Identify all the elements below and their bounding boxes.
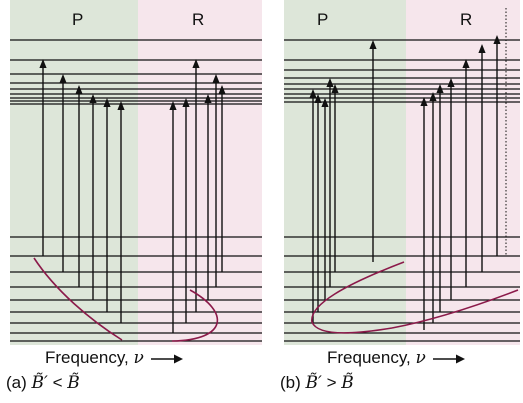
arrowhead	[429, 92, 437, 101]
fortrat-curve	[171, 289, 219, 342]
arrowhead	[212, 74, 220, 83]
panel-a: P R Frequency, ν (a) B̃′ < B̃	[6, 0, 262, 393]
arrow-right-icon	[432, 354, 465, 364]
r-branch-label-b: R	[460, 10, 473, 29]
arrowhead	[39, 59, 47, 68]
arrowhead	[192, 59, 200, 68]
fortrat-curve	[33, 257, 123, 341]
arrowhead	[369, 40, 377, 49]
arrow-right-icon	[150, 354, 183, 364]
arrowhead	[204, 94, 212, 103]
arrowhead	[117, 101, 125, 110]
p-branch-region	[10, 0, 138, 345]
arrowhead	[462, 59, 470, 68]
arrowhead	[75, 85, 83, 94]
arrowhead	[326, 78, 334, 87]
p-branch-label-b: P	[317, 10, 329, 29]
arrowhead	[59, 74, 67, 83]
arrowhead	[420, 97, 428, 106]
r-branch-region	[138, 0, 262, 345]
arrowhead	[169, 101, 177, 110]
arrowhead	[103, 98, 111, 107]
p-branch-region	[284, 0, 406, 345]
energy-diagram-b	[284, 0, 520, 345]
arrowhead	[309, 89, 317, 98]
arrowhead	[321, 98, 329, 107]
arrowhead	[493, 35, 501, 44]
energy-diagram-a	[10, 0, 262, 345]
caption-b: (b) B̃′ > B̃	[280, 373, 354, 393]
arrowhead	[314, 94, 322, 103]
panel-b: P R Frequency, ν (b) B̃′ > B̃	[274, 0, 523, 403]
fortrat-curve	[311, 261, 405, 334]
arrowhead	[218, 85, 226, 94]
p-branch-label-a: P	[72, 10, 84, 29]
arrowhead	[182, 98, 190, 107]
frequency-axis-label-b: Frequency, ν	[327, 348, 467, 368]
r-branch-label-a: R	[192, 10, 205, 29]
r-branch-region	[406, 0, 520, 345]
fortrat-curve	[391, 289, 519, 329]
arrowhead	[436, 84, 444, 93]
caption-a: (a) B̃′ < B̃	[6, 373, 80, 393]
frequency-axis-label-a: Frequency, ν	[45, 348, 185, 368]
arrowhead	[331, 84, 339, 93]
arrowhead	[89, 94, 97, 103]
arrowhead	[447, 78, 455, 87]
arrowhead	[478, 44, 486, 53]
